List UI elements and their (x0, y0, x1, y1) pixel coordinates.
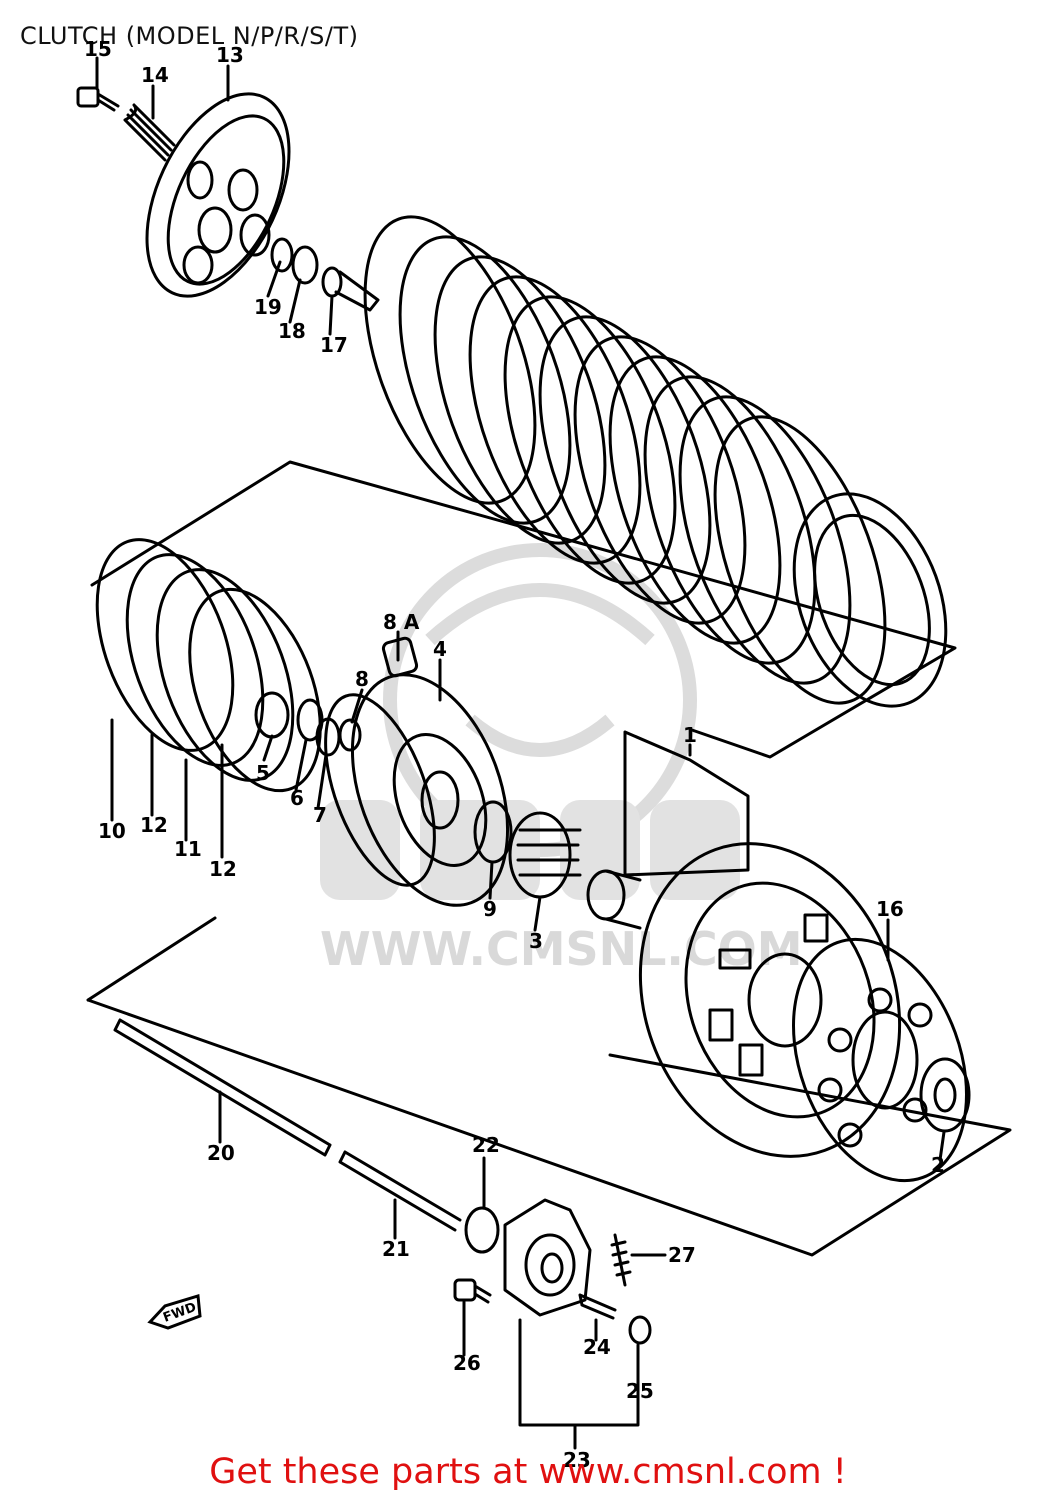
parts-link[interactable]: Get these parts at www.cmsnl.com ! (209, 1452, 847, 1492)
pressure-plate-13 (145, 92, 291, 298)
callout-15: 15 (84, 37, 112, 61)
push-rod-20 (113, 1018, 332, 1157)
callout-2: 2 (931, 1153, 945, 1177)
callout-12a: 12 (140, 813, 168, 837)
callout-17: 17 (320, 333, 348, 357)
callout-8a: 8 A (383, 610, 420, 634)
spring-27 (610, 1233, 632, 1287)
callout-18: 18 (278, 319, 306, 343)
washer-19 (270, 237, 294, 273)
nut-18 (291, 245, 319, 285)
callout-20: 20 (207, 1141, 235, 1165)
thrust-washer-2 (919, 1057, 971, 1133)
callout-6: 6 (290, 786, 304, 810)
oil-seal-22 (464, 1206, 500, 1254)
clutch-plates-stack (363, 215, 948, 708)
callout-24: 24 (583, 1335, 611, 1359)
callout-22: 22 (472, 1133, 500, 1157)
spring-14 (123, 103, 176, 162)
callout-8: 8 (355, 667, 369, 691)
callout-12b: 12 (209, 857, 237, 881)
spacer-bush (586, 869, 642, 930)
callout-23: 23 (563, 1448, 591, 1472)
callout-5: 5 (256, 761, 270, 785)
callout-9: 9 (483, 897, 497, 921)
release-assembly-23 (503, 1198, 592, 1317)
gear-16 (792, 937, 968, 1183)
diagram-title: CLUTCH (MODEL N/P/R/S/T) (20, 22, 359, 50)
bolt-26 (453, 1278, 492, 1304)
callout-19: 19 (254, 295, 282, 319)
callout-16: 16 (876, 897, 904, 921)
callout-3: 3 (529, 929, 543, 953)
circlip-8 (338, 718, 362, 752)
callout-13: 13 (216, 43, 244, 67)
sleeve-hub-4 (324, 673, 510, 907)
hub-group-frame (86, 916, 1012, 1257)
plates-group-frame (90, 460, 957, 759)
push-rod-21 (338, 1150, 462, 1232)
nut-25 (628, 1315, 652, 1345)
fwd-label: FWD (161, 1300, 198, 1326)
callout-4: 4 (433, 637, 447, 661)
lock-washer-8a (381, 636, 419, 678)
callout-27: 27 (668, 1243, 696, 1267)
callout-26: 26 (453, 1351, 481, 1375)
needle-bearing-3 (508, 811, 582, 899)
callout-14: 14 (141, 63, 169, 87)
washer-9 (473, 800, 513, 864)
callout-bracket-1 (623, 730, 750, 877)
bolt-15 (76, 86, 120, 112)
callout-25: 25 (626, 1379, 654, 1403)
callout-11: 11 (174, 837, 202, 861)
callout-10: 10 (98, 819, 126, 843)
fwd-arrow: FWD (147, 1294, 202, 1330)
callout-7: 7 (313, 803, 327, 827)
screw-24 (578, 1293, 617, 1320)
callout-1: 1 (683, 723, 697, 747)
callout-21: 21 (382, 1237, 410, 1261)
